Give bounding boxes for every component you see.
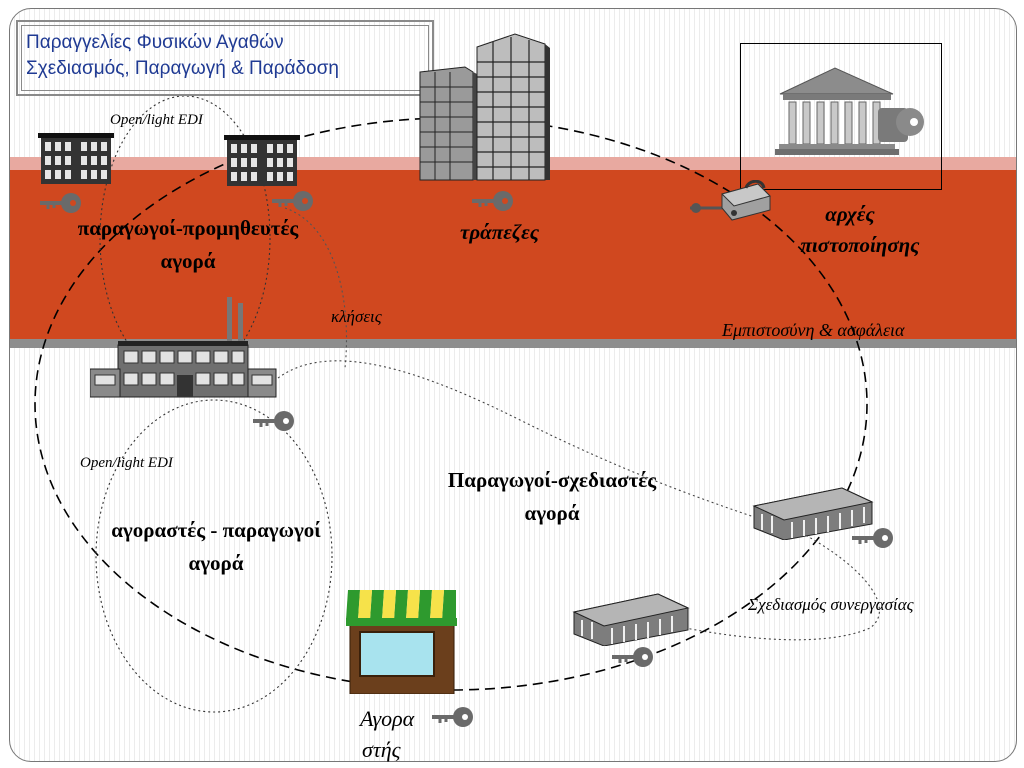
cert-label-2: πιστοποίησης [800, 233, 920, 257]
supplier-market-label-1: παραγωγοί-προμηθευτές [77, 216, 299, 240]
key-icon [272, 191, 313, 211]
title-line-1: Παραγγελίες Φυσικών Αγαθών [26, 32, 284, 53]
skyscraper-icon [419, 33, 550, 181]
banks-label: τράπεζες [460, 220, 540, 244]
cert-label-1: αρχές [825, 202, 875, 226]
building-icon [224, 135, 300, 186]
calls-label: κλήσεις [331, 307, 382, 326]
key-icon [253, 411, 294, 431]
certification-frame [740, 43, 942, 190]
supplier-market-label-2: αγορά [160, 249, 216, 273]
edi-label-top: Open/light EDI [110, 112, 203, 128]
office-building-icon [752, 487, 874, 540]
key-icon [472, 191, 513, 211]
trust-label: Εμπιστοσύνη & ασφάλεια [722, 320, 905, 340]
band-grey [10, 339, 1016, 348]
collab-design-label: Σχεδιασμός συνεργασίας [748, 595, 914, 614]
band-red [10, 170, 1016, 339]
office-building-icon [572, 593, 690, 646]
buyer-market-label-1: αγοραστές - παραγωγοί [111, 518, 321, 542]
buyer-dotted-ellipse [95, 399, 333, 713]
key-icon [852, 528, 893, 548]
building-icon [38, 133, 114, 184]
title-line-2: Σχεδιασμός, Παραγωγή & Παράδοση [26, 58, 339, 79]
padlock-icon [690, 180, 771, 221]
collab-dotted-curve [277, 360, 880, 641]
edi-label-bottom: Open/light EDI [80, 455, 173, 471]
courthouse-icon [775, 67, 899, 155]
designer-market-label-2: αγορά [524, 501, 580, 525]
designer-market-label-1: Παραγωγοί-σχεδιαστές [447, 468, 657, 492]
buyers-label-1: Αγορα [360, 706, 415, 731]
key-icon [40, 193, 81, 213]
key-icon [878, 108, 924, 142]
buyer-market-label-2: αγορά [188, 551, 244, 575]
key-icon [612, 647, 653, 667]
shop-icon [346, 590, 457, 694]
title-box [16, 20, 434, 96]
factory-icon [90, 297, 277, 398]
key-icon [432, 707, 473, 727]
buyers-label-2: στής [362, 737, 401, 762]
